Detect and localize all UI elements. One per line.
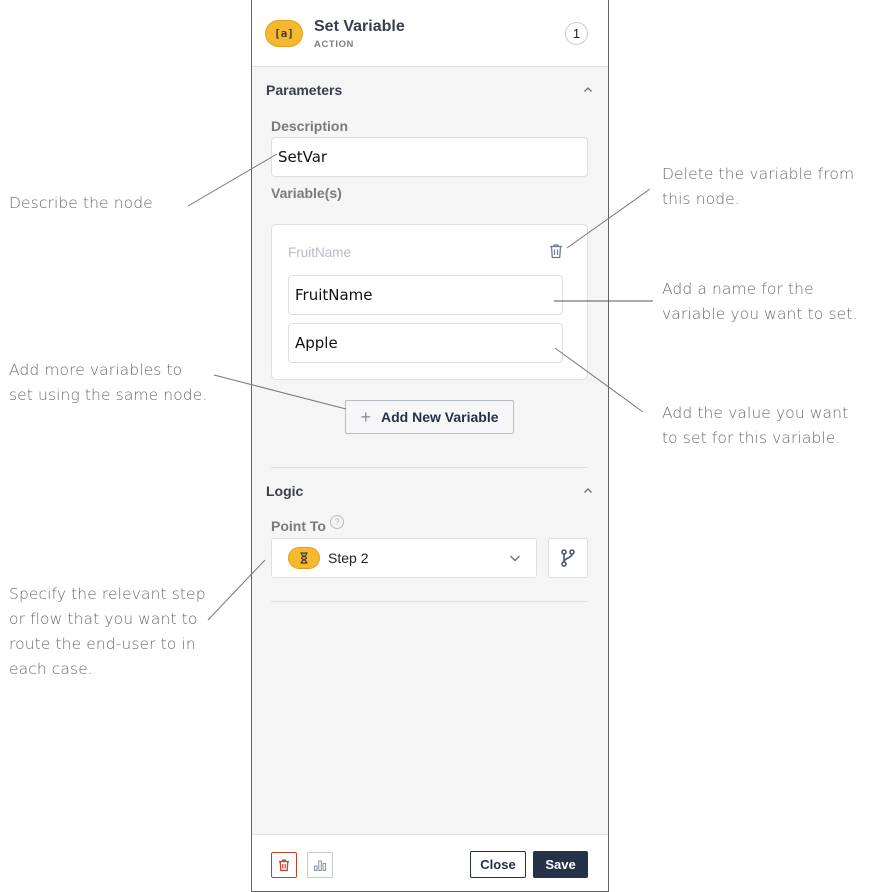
callout-describe-node: Describe the node xyxy=(9,191,153,216)
variable-name-value: FruitName xyxy=(295,286,373,304)
callout-line: Specify the relevant step xyxy=(9,585,206,603)
variable-card-title: FruitName xyxy=(288,245,352,260)
branch-button[interactable] xyxy=(548,538,588,578)
set-variable-panel: [a] Set Variable ACTION 1 Parameters Des… xyxy=(251,0,609,892)
chevron-up-icon[interactable] xyxy=(583,486,593,496)
callout-add-value: Add the value you want to set for this v… xyxy=(662,401,848,451)
plus-icon: + xyxy=(360,407,372,427)
callout-add-more-variables: Add more variables to set using the same… xyxy=(9,358,207,408)
add-new-variable-label: Add New Variable xyxy=(381,409,499,425)
section-divider xyxy=(271,467,588,468)
variable-icon: [a] xyxy=(265,20,303,47)
stats-button[interactable] xyxy=(307,852,333,878)
trash-icon[interactable] xyxy=(547,242,565,260)
description-value: SetVar xyxy=(278,148,328,166)
callout-specify-step: Specify the relevant step or flow that y… xyxy=(9,582,206,682)
close-button[interactable]: Close xyxy=(470,851,526,878)
callout-text: Describe the node xyxy=(9,194,153,212)
logic-section-title: Logic xyxy=(266,483,304,499)
bar-chart-icon xyxy=(314,860,326,871)
callout-line: this node. xyxy=(662,190,740,208)
variable-name-input[interactable]: FruitName xyxy=(288,275,563,315)
save-button[interactable]: Save xyxy=(533,851,588,878)
variables-label: Variable(s) xyxy=(271,185,342,201)
chevron-up-icon[interactable] xyxy=(583,85,593,95)
description-label: Description xyxy=(271,118,349,134)
callout-line: variable you want to set. xyxy=(662,305,858,323)
callout-line: or flow that you want to xyxy=(9,610,198,628)
callout-delete-variable: Delete the variable from this node. xyxy=(662,162,854,212)
variable-card: FruitName FruitName Apple xyxy=(271,224,588,380)
branch-icon xyxy=(561,549,575,567)
callout-line: to set for this variable. xyxy=(662,429,841,447)
node-title: Set Variable xyxy=(314,18,405,35)
help-circle-icon[interactable]: ? xyxy=(330,515,344,529)
point-to-select[interactable]: Step 2 xyxy=(271,538,537,578)
callout-line: Delete the variable from xyxy=(662,165,855,183)
variable-value-input[interactable]: Apple xyxy=(288,323,563,363)
delete-node-button[interactable] xyxy=(271,852,297,878)
chevron-down-icon xyxy=(510,555,520,562)
callout-line: Add a name for the xyxy=(662,280,814,298)
callout-line: each case. xyxy=(9,660,93,678)
variable-value-value: Apple xyxy=(295,334,338,352)
point-to-value: Step 2 xyxy=(328,550,369,566)
node-type: ACTION xyxy=(314,39,355,50)
description-input[interactable]: SetVar xyxy=(271,137,588,177)
node-count-badge: 1 xyxy=(565,22,588,45)
section-divider xyxy=(271,601,588,602)
point-to-label: Point To xyxy=(271,518,326,534)
callout-line: Add the value you want xyxy=(662,404,849,422)
trash-icon xyxy=(279,859,289,872)
parameters-section-title: Parameters xyxy=(266,82,343,98)
hourglass-icon xyxy=(288,547,320,569)
callout-line: set using the same node. xyxy=(9,386,208,404)
panel-footer: Close Save xyxy=(252,834,608,891)
callout-line: route the end-user to in xyxy=(9,635,196,653)
callout-line: Add more variables to xyxy=(9,361,183,379)
panel-header: [a] Set Variable ACTION 1 xyxy=(252,0,608,67)
add-new-variable-button[interactable]: + Add New Variable xyxy=(345,400,514,434)
callout-add-name: Add a name for the variable you want to … xyxy=(662,277,857,327)
